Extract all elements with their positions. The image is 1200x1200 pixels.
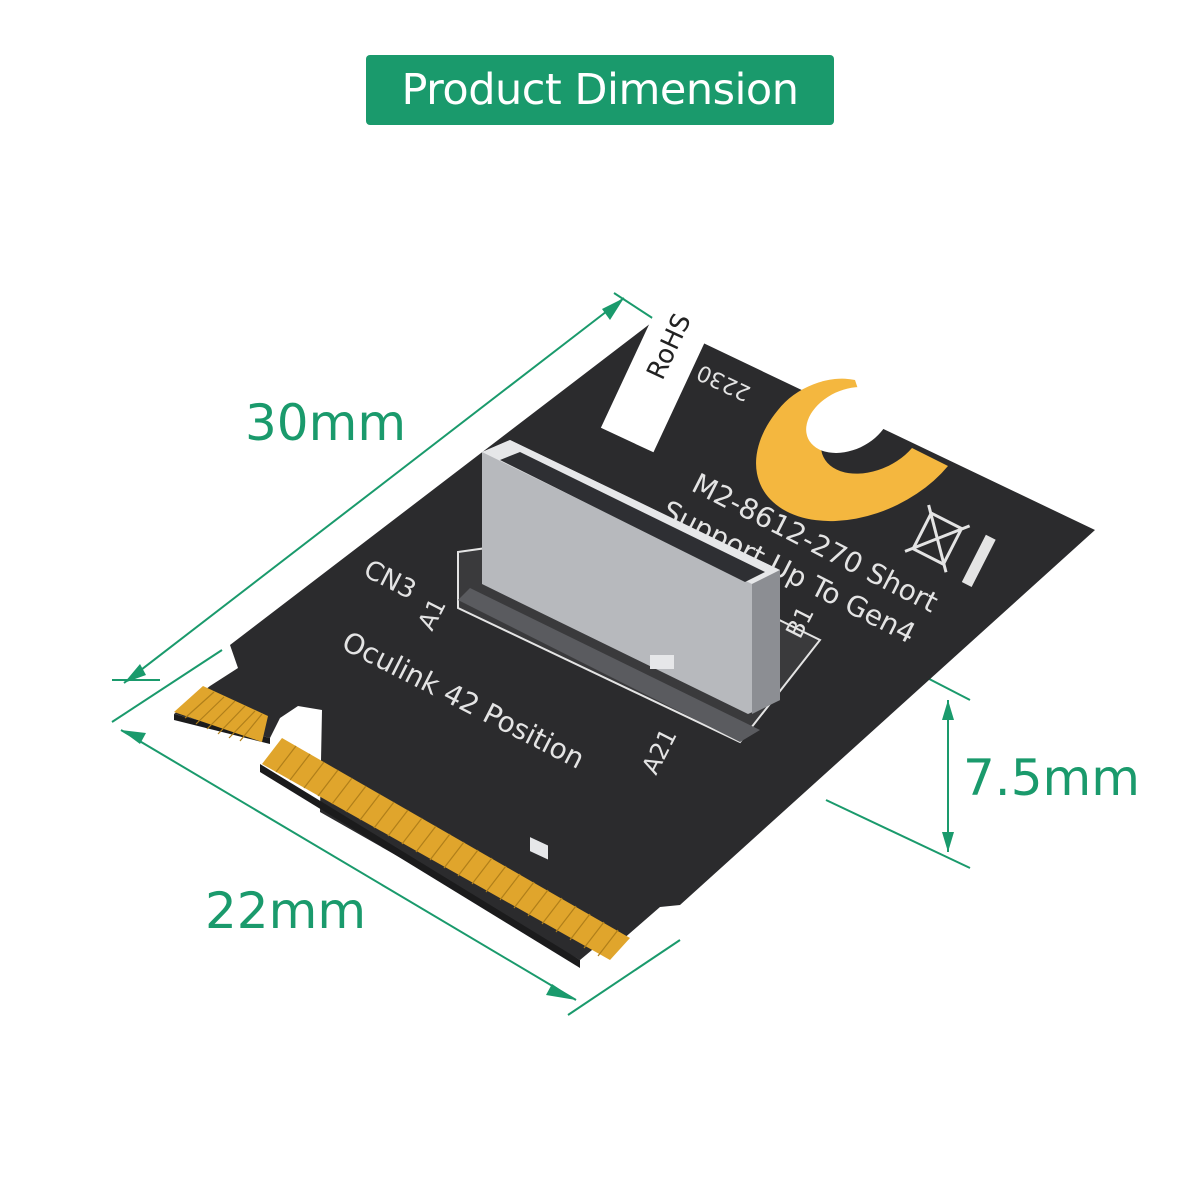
connector-latch bbox=[530, 837, 548, 860]
connector-housing bbox=[482, 440, 780, 714]
arrow-icon bbox=[942, 700, 954, 720]
connector-latch bbox=[650, 655, 674, 669]
mount-ring bbox=[756, 378, 948, 522]
weee-bin-icon bbox=[904, 504, 996, 587]
arrow-icon bbox=[121, 730, 146, 744]
height-label: 7.5mm bbox=[963, 749, 1140, 807]
pcb-edge-bottom bbox=[260, 764, 580, 968]
width-ext-right bbox=[567, 939, 681, 1016]
connector-pins bbox=[458, 588, 760, 742]
width-ext-left bbox=[111, 649, 223, 723]
mount-notch bbox=[806, 387, 890, 453]
width-label: 22mm bbox=[205, 882, 366, 940]
arrow-icon bbox=[546, 984, 576, 1000]
gold-pad-separators bbox=[184, 691, 263, 742]
height-ext-bottom bbox=[825, 799, 971, 869]
banner-title: Product Dimension bbox=[401, 65, 800, 115]
connector-slot bbox=[500, 452, 765, 582]
dimension-arrows bbox=[121, 298, 954, 1000]
oculink-connector bbox=[458, 440, 780, 860]
gold-contacts-small bbox=[174, 686, 268, 742]
arrow-icon bbox=[602, 298, 624, 320]
product-dimension-banner: Product Dimension bbox=[366, 55, 834, 125]
rohs-label: RoHS bbox=[600, 309, 709, 453]
gold-pad-group bbox=[174, 686, 268, 742]
rohs-background bbox=[600, 309, 709, 453]
length-dim-line bbox=[123, 297, 625, 684]
gold-contacts-large bbox=[262, 738, 630, 960]
length-label: 30mm bbox=[245, 394, 406, 452]
width-dim-line bbox=[120, 729, 577, 1001]
gold-pad-separators bbox=[275, 745, 619, 957]
arrow-icon bbox=[942, 832, 954, 852]
connector-side-face bbox=[752, 570, 780, 714]
arrow-icon bbox=[124, 664, 146, 683]
gold-pad-group bbox=[262, 738, 630, 960]
